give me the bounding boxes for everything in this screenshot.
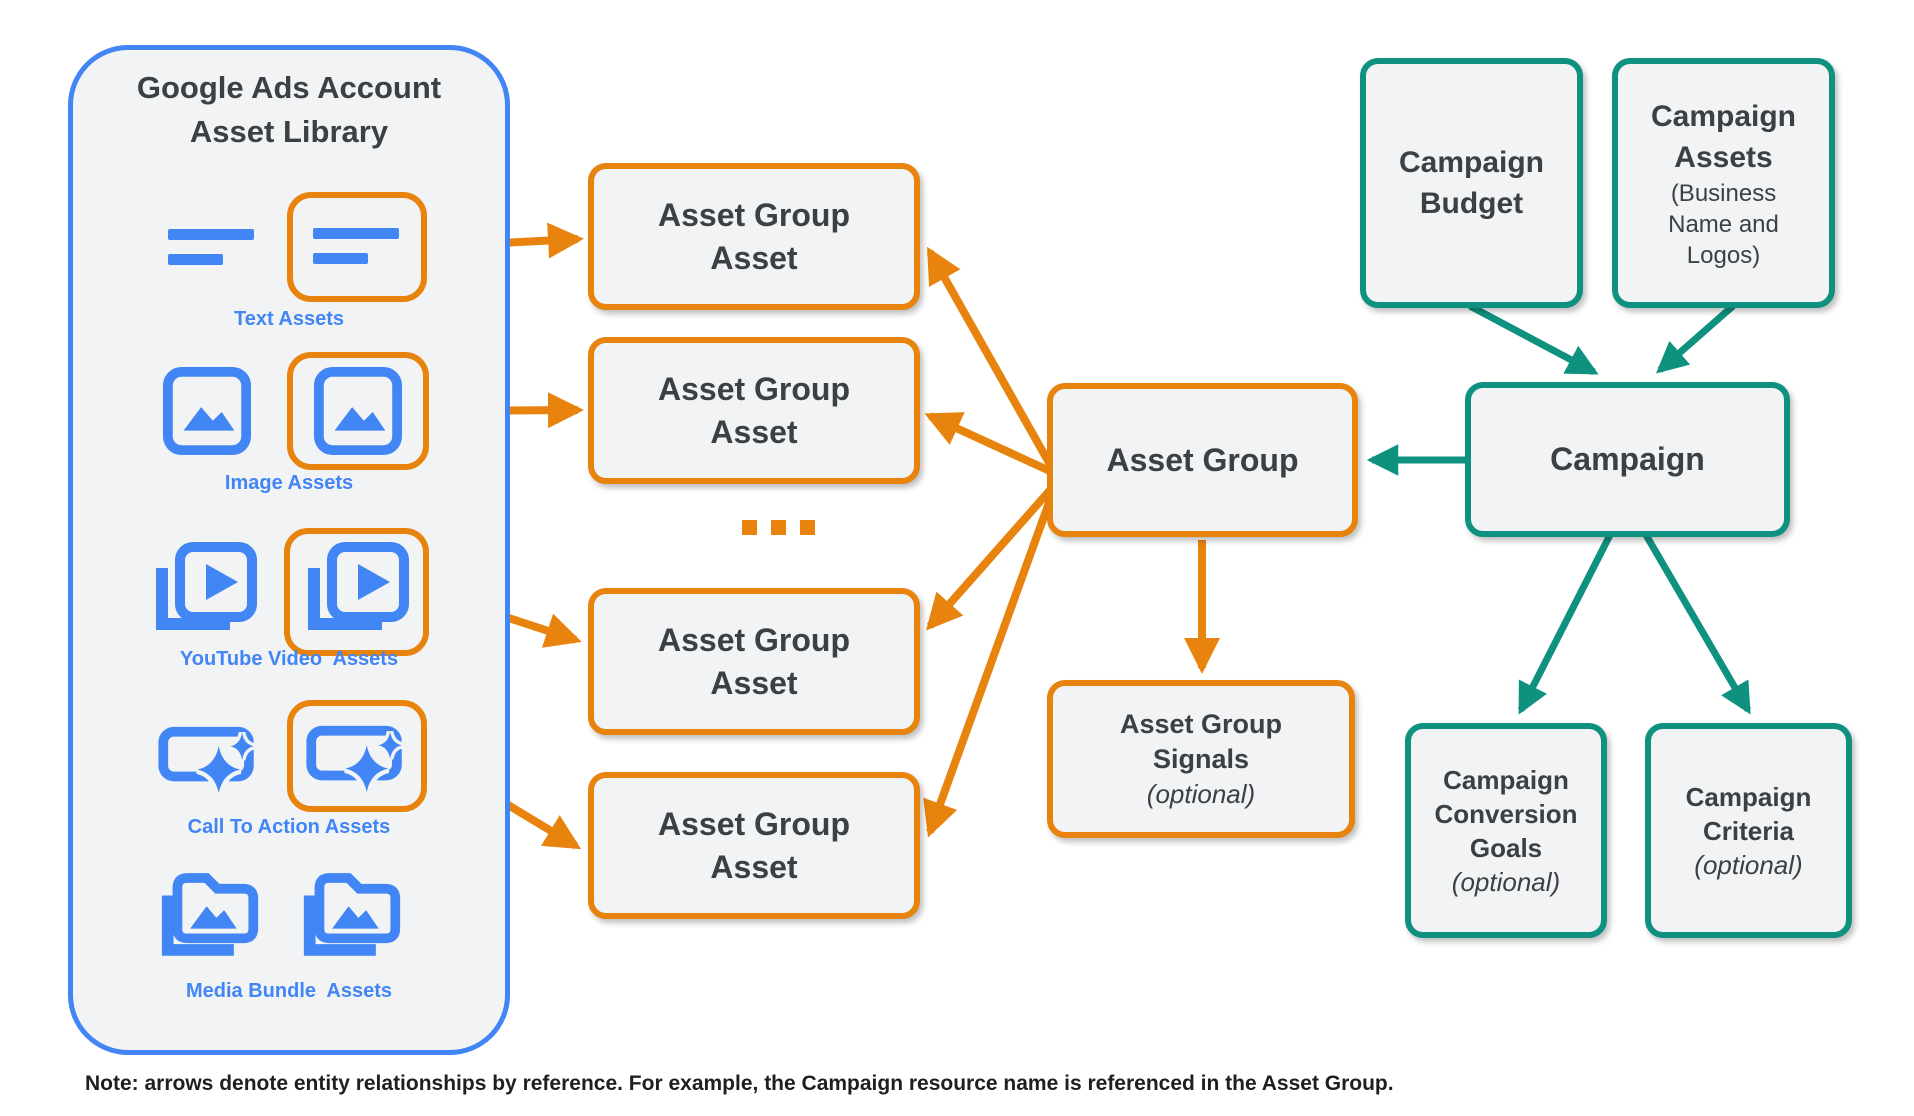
text-assets-label: Text Assets	[233, 308, 345, 330]
campaign-criteria-box: Campaign Criteria (optional)	[1645, 723, 1852, 938]
youtube-video-asset-selected-box	[284, 528, 429, 656]
campaign-label: Campaign	[1550, 441, 1705, 477]
ellipsis-dot	[742, 520, 757, 535]
asset-group-asset-line1: Asset Group	[657, 805, 851, 842]
campaign-assets-line2: Assets	[1674, 140, 1773, 174]
asset-group-asset-line2: Asset	[710, 848, 798, 885]
image-asset-icon	[162, 366, 252, 456]
asset-group-asset-line1: Asset Group	[657, 370, 851, 407]
asset-group-asset-line1: Asset Group	[657, 196, 851, 233]
asset-group-asset-line1: Asset Group	[657, 621, 851, 658]
media-bundle-assets-label: Media Bundle Assets	[186, 980, 392, 1002]
asset-library-title-line2: Asset Library	[189, 114, 389, 149]
text-asset-selected-box	[287, 192, 427, 302]
ellipsis-dot	[800, 520, 815, 535]
campaign-budget-line2: Budget	[1419, 187, 1524, 220]
call-to-action-asset-icon	[306, 720, 408, 792]
text-asset-icon	[166, 220, 258, 276]
asset-group-label: Asset Group	[1106, 441, 1299, 478]
campaign-budget-box: Campaign Budget	[1360, 58, 1583, 308]
asset-group-box: Asset Group	[1047, 383, 1358, 537]
asset-group-asset-box-2: Asset Group Asset	[588, 337, 920, 484]
asset-group-asset-line2: Asset	[710, 239, 798, 276]
media-bundle-asset-icon	[300, 868, 405, 960]
campaign-conversion-goals-optional: (optional)	[1451, 866, 1561, 897]
campaign-box: Campaign	[1465, 382, 1790, 537]
campaign-budget-line1: Campaign	[1398, 146, 1545, 179]
image-asset-icon	[313, 366, 403, 456]
asset-group-asset-box-4: Asset Group Asset	[588, 772, 920, 919]
image-assets-label: Image Assets	[224, 472, 354, 494]
campaign-assets-sub2: Name and	[1668, 210, 1779, 238]
campaign-criteria-line1: Campaign	[1685, 781, 1812, 812]
campaign-conversion-goals-line2: Conversion	[1434, 798, 1578, 829]
text-asset-icon	[311, 219, 403, 275]
call-to-action-asset-selected-box	[287, 700, 427, 812]
campaign-conversion-goals-line1: Campaign	[1443, 764, 1569, 795]
ellipsis-dot	[771, 520, 786, 535]
campaign-conversion-goals-line3: Goals	[1469, 832, 1543, 863]
more-asset-groups-ellipsis: ...	[742, 520, 815, 535]
asset-group-signals-line1: Asset Group	[1119, 708, 1283, 739]
campaign-assets-sub1: (Business	[1670, 179, 1777, 207]
campaign-assets-sub3: Logos)	[1686, 241, 1761, 269]
campaign-conversion-goals-box: Campaign Conversion Goals (optional)	[1405, 723, 1607, 938]
asset-group-signals-box: Asset Group Signals (optional)	[1047, 680, 1355, 838]
image-asset-selected-box	[287, 352, 429, 470]
campaign-criteria-line2: Criteria	[1702, 815, 1795, 846]
campaign-assets-line1: Campaign	[1650, 99, 1797, 133]
campaign-criteria-optional: (optional)	[1694, 849, 1803, 880]
youtube-video-asset-icon	[152, 542, 257, 642]
asset-group-signals-line2: Signals	[1152, 743, 1250, 774]
asset-library-title-line1: Google Ads Account	[136, 70, 442, 105]
youtube-video-assets-label: YouTube Video Assets	[179, 648, 399, 670]
asset-group-asset-line2: Asset	[710, 664, 798, 701]
youtube-video-asset-icon	[304, 542, 409, 642]
call-to-action-asset-icon	[158, 721, 260, 793]
asset-group-signals-optional: (optional)	[1146, 778, 1256, 809]
asset-library-title: Google Ads Account Asset Library	[68, 66, 510, 154]
asset-group-asset-line2: Asset	[710, 413, 798, 450]
media-bundle-asset-icon	[158, 868, 263, 960]
asset-group-asset-box-1: Asset Group Asset	[588, 163, 920, 310]
asset-group-asset-box-3: Asset Group Asset	[588, 588, 920, 735]
call-to-action-assets-label: Call To Action Assets	[187, 816, 391, 838]
campaign-assets-box: Campaign Assets (Business Name and Logos…	[1612, 58, 1835, 308]
footnote: Note: arrows denote entity relationships…	[85, 1072, 1394, 1095]
